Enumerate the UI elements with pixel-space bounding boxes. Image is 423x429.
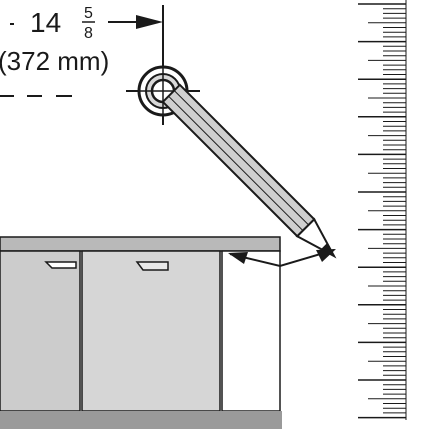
dishwasher-front (81, 250, 221, 412)
arrowhead-icon (136, 15, 163, 29)
left-cabinet (0, 250, 81, 412)
right-cabinet (221, 250, 281, 412)
dimension-metric: (372 mm) (0, 46, 109, 76)
dimension-fraction-denominator: 8 (84, 25, 93, 42)
dishwasher-handle-icon (135, 261, 169, 271)
pencil-icon (161, 83, 337, 259)
dimension-label: 14 5 8 (372 mm) (0, 5, 109, 76)
dimension-fraction-numerator: 5 (84, 5, 93, 22)
drawer-handle-icon (44, 261, 77, 269)
dimension-arrow (108, 15, 163, 29)
dimension-whole: 14 (30, 7, 61, 38)
ruler (358, 0, 407, 420)
counter-top (0, 236, 281, 252)
floor (0, 411, 282, 429)
